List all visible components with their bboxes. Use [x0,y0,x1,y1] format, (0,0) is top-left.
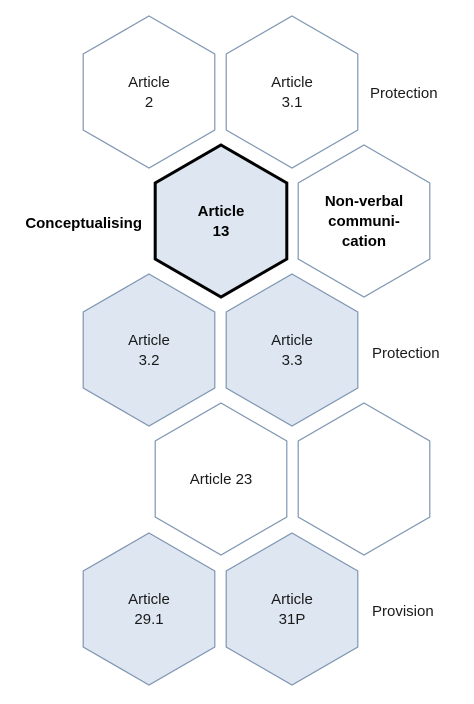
hexagon-label-line: communi- [328,213,400,230]
hexagon-label-line: Article 23 [190,471,253,488]
hexagon-shape [154,402,288,556]
label-protection-2: Protection [372,345,440,362]
hexagon-label-line: Non-verbal [325,193,403,210]
hexagon-label-line: cation [342,233,386,250]
hexagon-shape [225,532,359,686]
hexagon-shape [153,143,289,299]
hexagon-shape [82,273,216,427]
label-conceptualising: Conceptualising [25,215,142,232]
hexagon-non-verbal-communication: Non-verbal communi-cation [297,144,431,298]
hexagon-shape [82,532,216,686]
hexagon-shape [297,402,431,556]
hexagon-label-line: Article [271,591,313,608]
hexagon-article-3-3: Article 3.3 [225,273,359,427]
hexagon-article-3-2: Article 3.2 [82,273,216,427]
hexagon-label-line: 13 [213,223,230,240]
hexagon-label-line: 2 [145,94,153,111]
hexagon-label-line: 3.1 [282,94,303,111]
hexagon-shape [225,273,359,427]
hexagon-article-29-1: Article 29.1 [82,532,216,686]
hexagon-label-line: Article [128,591,170,608]
hexagon-label-line: 3.3 [282,352,303,369]
hexagon-label-line: Article [271,74,313,91]
hexagon-shape [225,15,359,169]
hexagon-label-line: 3.2 [139,352,160,369]
hexagon-label-line: Article [128,74,170,91]
label-protection-1: Protection [370,85,438,102]
hexagon-article-31p: Article 31P [225,532,359,686]
hexagon-shape [297,144,431,298]
hexagon-article-3-1: Article 3.1 [225,15,359,169]
hexagon-article-23: Article 23 [154,402,288,556]
hexagon-article-2: Article 2 [82,15,216,169]
hexagon-shape [82,15,216,169]
hexagon-article-13: Article 13 [153,143,289,299]
hexagon-label-line: Article [128,332,170,349]
hexagon-empty-hex [297,402,431,556]
hexagon-label-line: Article [271,332,313,349]
label-provision: Provision [372,603,434,620]
hexagon-label-line: 31P [279,611,306,628]
hexagon-label-line: Article [198,203,245,220]
hexagon-label-line: 29.1 [134,611,163,628]
